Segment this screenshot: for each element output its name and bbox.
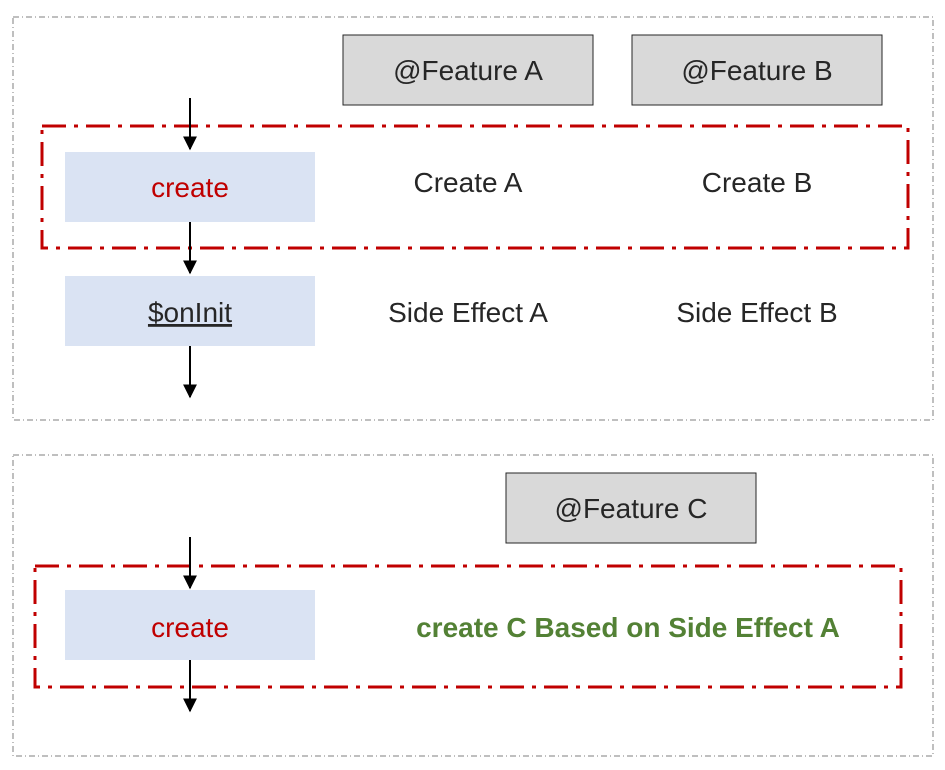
- create-c-highlight-frame: [33, 564, 903, 689]
- feature-c-label: @Feature C: [555, 493, 708, 524]
- feature-b-label: @Feature B: [681, 55, 832, 86]
- create-step-box: [65, 152, 315, 222]
- side-effect-a-text: Side Effect A: [388, 297, 548, 328]
- feature-c-box: [505, 472, 757, 544]
- feature-b-box: [631, 34, 883, 106]
- oninit-step-box: [65, 276, 315, 346]
- feature-a-box: [342, 34, 594, 106]
- create-b-text: Create B: [702, 167, 813, 198]
- feature-a-label: @Feature A: [393, 55, 543, 86]
- create-step-label-bottom: create: [151, 612, 229, 643]
- create-highlight-frame: [40, 124, 910, 250]
- bottom-panel-border: [12, 454, 934, 757]
- create-c-result-text: create C Based on Side Effect A: [416, 612, 840, 643]
- top-panel: @Feature A @Feature B create Create A Cr…: [12, 16, 934, 421]
- side-effect-b-text: Side Effect B: [676, 297, 837, 328]
- bottom-panel: @Feature C create create C Based on Side…: [12, 454, 934, 757]
- oninit-step-label: $onInit: [148, 297, 232, 328]
- create-step-box-bottom: [65, 590, 315, 660]
- create-a-text: Create A: [414, 167, 523, 198]
- top-panel-border: [12, 16, 934, 421]
- create-step-label: create: [151, 172, 229, 203]
